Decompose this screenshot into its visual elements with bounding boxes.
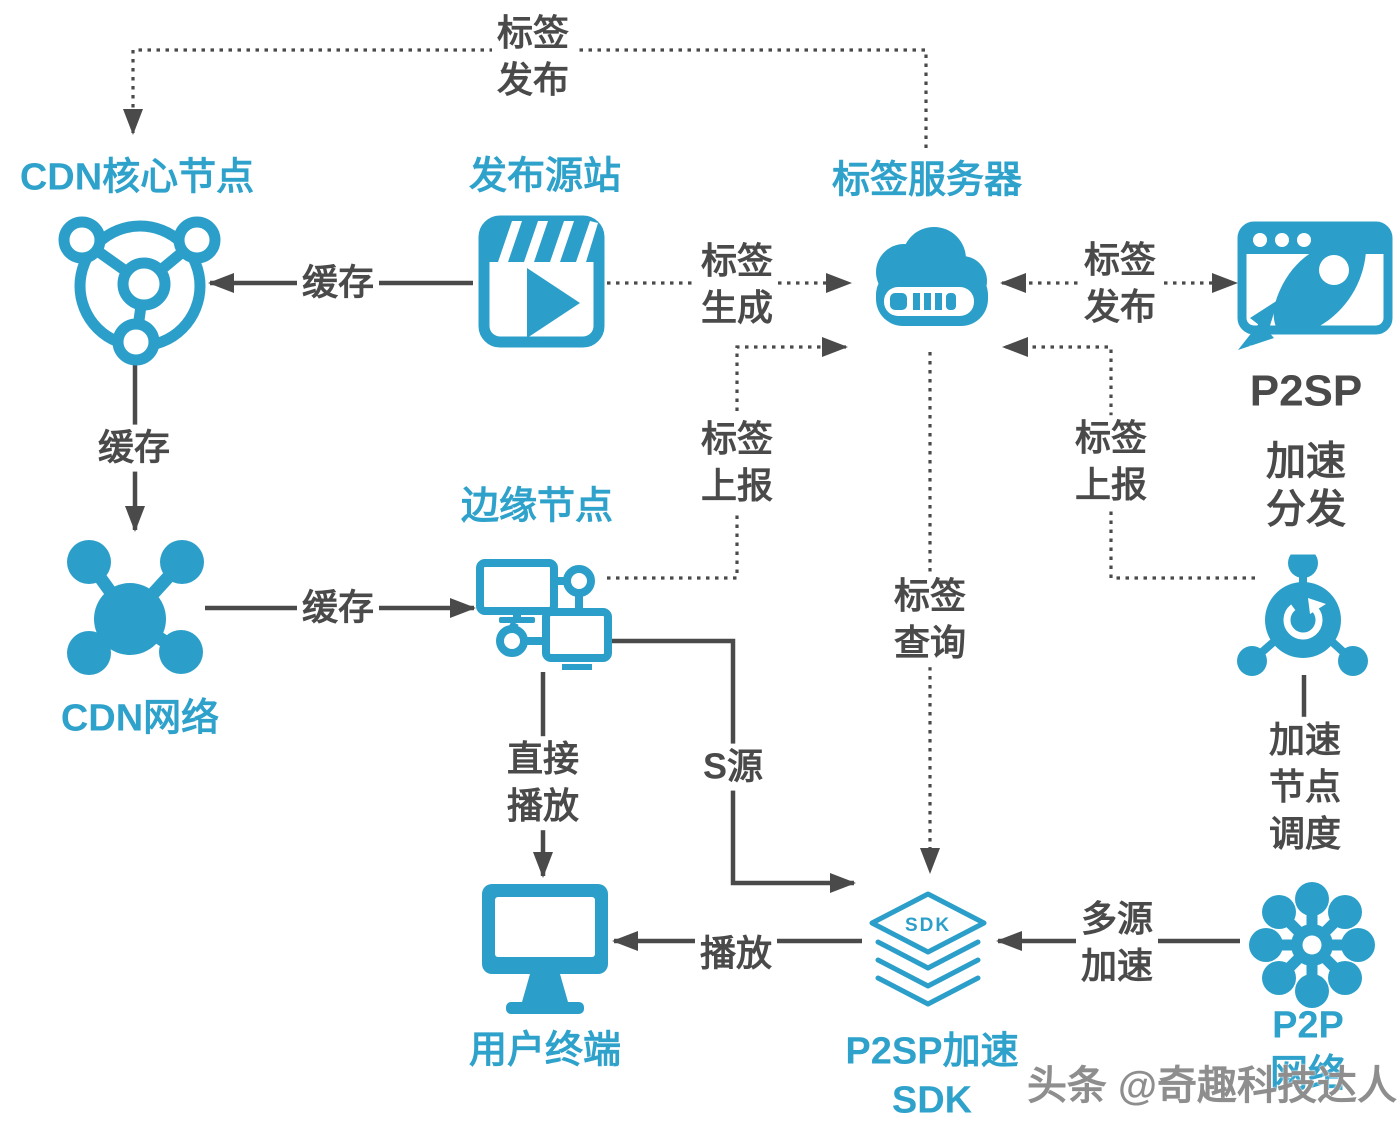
node-title-edge-node: 边缘节点 [460, 485, 614, 528]
network-hub-icon [58, 216, 221, 366]
cloud-server-icon [876, 227, 988, 326]
edge-label-report-right [1002, 337, 1255, 580]
p2sp-title-line1: P2SP [1249, 366, 1363, 416]
edge-label-publish-top: 标签 发布 [491, 10, 575, 104]
node-title-cdn-core: CDN核心节点 [19, 156, 255, 199]
sdk-layers-icon: SDK [869, 891, 987, 1007]
molecule-network-icon [67, 540, 204, 675]
refresh-nodes-icon [1237, 548, 1368, 676]
edge-label-play: 播放 [694, 930, 778, 978]
node-title-label-server: 标签服务器 [831, 159, 1023, 202]
linked-monitors-icon [476, 559, 612, 670]
monitor-icon [482, 884, 608, 1014]
edge-label-s-source: S源 [697, 743, 769, 791]
edge-label-cache-b: 缓存 [92, 424, 176, 472]
edge-label-schedule: 加速节点 调度 [1257, 716, 1353, 858]
rocket-browser-icon [1237, 221, 1393, 350]
sdk-badge-text: SDK [905, 915, 951, 936]
p2sp-title-line2: 加速分发 [1265, 439, 1346, 532]
peer-flower-icon [1249, 882, 1375, 1008]
node-title-origin: 发布源站 [468, 155, 622, 198]
edge-label-multi-source: 多源 加速 [1075, 896, 1159, 990]
node-title-p2sp-distribution: P2SP 加速分发 [1249, 345, 1363, 555]
video-clapper-icon [478, 215, 605, 348]
node-title-user-terminal: 用户终端 [468, 1029, 622, 1072]
watermark-text: 头条 @奇趣科技达人 [1026, 1064, 1398, 1108]
edge-label-cache-c: 缓存 [296, 584, 380, 632]
node-title-cdn-network: CDN网络 [60, 697, 220, 740]
edge-label-generate: 标签 生成 [695, 238, 779, 332]
edge-label-cache-a: 缓存 [296, 259, 380, 307]
node-title-p2sp-sdk: P2SP加速 SDK [845, 1030, 1019, 1122]
edge-label-publish-right: 标签 发布 [1078, 237, 1162, 331]
edge-label-report-right: 标签 上报 [1069, 415, 1153, 509]
edge-label-query: 标签 查询 [888, 573, 972, 667]
edge-label-report-left: 标签 上报 [695, 416, 779, 510]
node-title-p2p-network: P2P网络 [1269, 1004, 1346, 1096]
edge-label-direct-play: 直接 播放 [501, 736, 585, 830]
